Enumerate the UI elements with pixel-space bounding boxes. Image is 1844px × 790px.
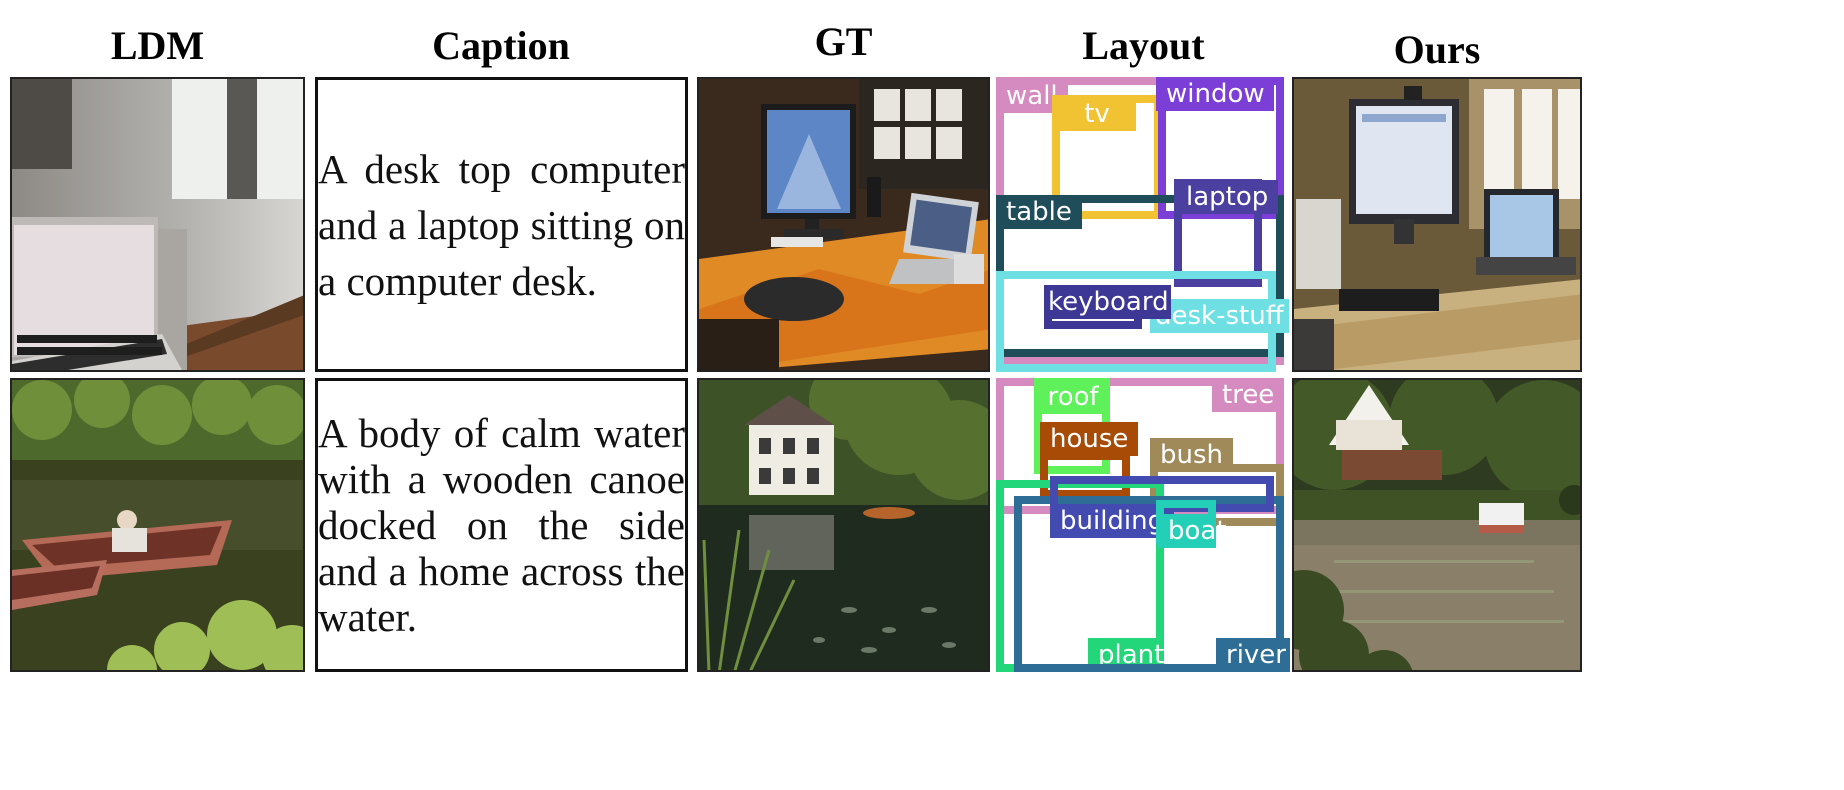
- layout-label-building: building: [1050, 504, 1175, 538]
- layout-panel-row1: wall tv window table laptop desk-stuff k…: [996, 77, 1290, 372]
- layout-label-tree: tree: [1212, 378, 1285, 412]
- layout-label-boat: boat: [1158, 514, 1227, 548]
- layout-label-house: house: [1040, 422, 1139, 456]
- header-gt: GT: [814, 18, 873, 64]
- header-layout: Layout: [1082, 22, 1205, 68]
- layout-box-river: [1014, 496, 1284, 672]
- caption-box-row1: A desk top computer and a laptop sitting…: [315, 77, 688, 372]
- caption-box-row2: A body of calm water with a wooden canoe…: [315, 378, 688, 672]
- ours-image-row1: [1292, 77, 1582, 372]
- gt-image-row1: [697, 77, 990, 372]
- layout-label-desk-stuff: desk-stuff: [1150, 299, 1289, 333]
- layout-label-river: river: [1216, 638, 1290, 672]
- layout-label-tv: tv: [1058, 97, 1136, 131]
- ldm-image-row2: [10, 378, 305, 672]
- header-caption: Caption: [432, 22, 570, 68]
- layout-box-house: [1040, 452, 1130, 498]
- caption-text-row1: A desk top computer and a laptop sitting…: [318, 145, 685, 304]
- ours-image-row2: [1292, 378, 1582, 672]
- gt-image-row2: [697, 378, 990, 672]
- header-ldm: LDM: [110, 22, 205, 68]
- layout-label-laptop: laptop: [1176, 180, 1279, 214]
- layout-label-keyboard: keyboard: [1046, 285, 1171, 319]
- layout-label-roof: roof: [1036, 380, 1110, 414]
- ldm-image-row1: [10, 77, 305, 372]
- layout-label-table: table: [996, 195, 1082, 229]
- layout-label-window: window: [1156, 77, 1274, 111]
- layout-panel-row2: tree roof house bush plant river buildin…: [996, 378, 1290, 672]
- header-ours: Ours: [1393, 26, 1481, 72]
- layout-label-bush: bush: [1150, 438, 1234, 472]
- caption-text-row2: A body of calm water with a wooden canoe…: [318, 410, 685, 640]
